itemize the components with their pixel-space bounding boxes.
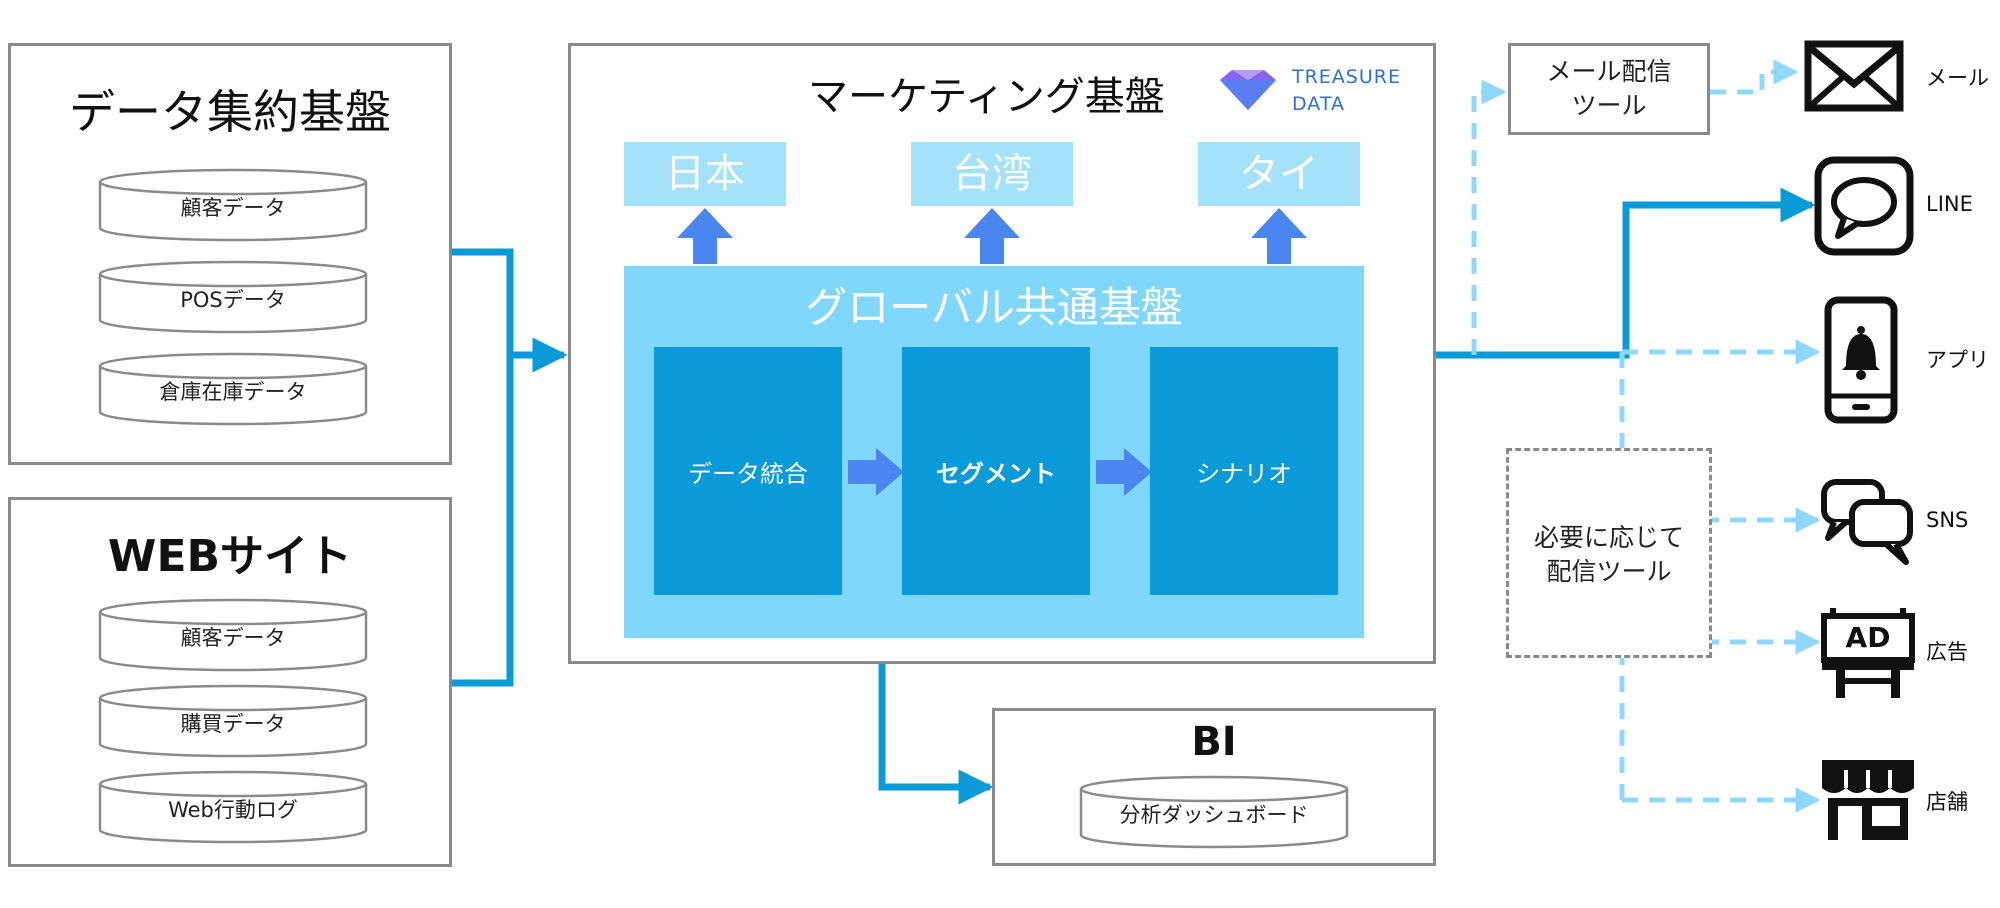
flow-web-to-marketing	[452, 355, 514, 687]
chat-bubbles-icon	[1821, 479, 1913, 565]
destination-label-app: アプリ	[1926, 348, 1989, 372]
step-scenario: シナリオ	[1150, 347, 1338, 595]
up-arrow-icon	[1251, 208, 1307, 264]
database-warehouse-stock: 倉庫在庫データ	[98, 352, 368, 426]
flow-marketing-to-line	[1436, 187, 1816, 359]
region-thailand: タイ	[1198, 142, 1360, 206]
right-arrow-icon	[1096, 448, 1152, 496]
mail-delivery-tool: メール配信 ツール	[1508, 43, 1710, 135]
global-platform-title: グローバル共通基盤	[805, 283, 1183, 332]
database-customer: 顧客データ	[98, 168, 368, 242]
database-label: Web行動ログ	[168, 798, 298, 822]
mail-tool-line2: ツール	[1571, 91, 1647, 120]
database-web-behavior-log: Web行動ログ	[98, 770, 368, 844]
destination-label-ad: 広告	[1926, 640, 1968, 664]
database-analytics-dashboard: 分析ダッシュボード	[1079, 775, 1349, 849]
flow-aggregation-to-marketing	[452, 248, 514, 355]
billboard-icon: AD	[1820, 606, 1916, 700]
bi-title: BI	[1191, 719, 1237, 765]
marketing-platform-title: マーケティング基盤	[808, 74, 1165, 120]
database-label: 購買データ	[180, 712, 286, 736]
website-title: WEBサイト	[107, 531, 353, 582]
destination-label-store: 店舗	[1926, 790, 1968, 814]
database-purchase: 購買データ	[98, 684, 368, 758]
flow-mail-tool-to-mail	[1710, 59, 1799, 95]
destination-label-mail: メール	[1926, 66, 1989, 90]
logo-wordmark-line2: DATA	[1292, 93, 1345, 115]
optional-tool-line2: 配信ツール	[1546, 557, 1672, 586]
website-panel: WEBサイト 顧客データ 購買データ Web行動ログ	[8, 497, 452, 867]
database-label: 分析ダッシュボード	[1119, 803, 1309, 827]
bi-panel: BI 分析ダッシュボード	[992, 708, 1436, 866]
smartphone-bell-icon	[1824, 296, 1898, 424]
logo-wordmark-line1: TREASURE	[1292, 66, 1401, 88]
data-aggregation-panel: データ集約基盤 顧客データ POSデータ 倉庫在庫データ	[8, 43, 452, 465]
flow-marketing-to-bi	[878, 664, 994, 805]
region-taiwan: 台湾	[911, 142, 1073, 206]
billboard-sign-text: AD	[1845, 621, 1891, 654]
database-label: 倉庫在庫データ	[159, 380, 307, 404]
region-japan: 日本	[624, 142, 786, 206]
step-data-integration: データ統合	[654, 347, 842, 595]
database-pos: POSデータ	[98, 260, 368, 334]
step-segment: セグメント	[902, 347, 1090, 595]
database-label: 顧客データ	[180, 196, 286, 220]
data-aggregation-title: データ集約基盤	[69, 85, 391, 139]
optional-delivery-tool: 必要に応じて 配信ツール	[1506, 448, 1712, 658]
database-customer: 顧客データ	[98, 598, 368, 672]
mail-tool-line1: メール配信	[1546, 57, 1672, 86]
destination-label-line: LINE	[1926, 192, 1973, 216]
global-platform: グローバル共通基盤 データ統合 セグメント シナリオ	[624, 266, 1364, 638]
flow-to-mail-tool	[1471, 79, 1507, 355]
up-arrow-icon	[964, 208, 1020, 264]
envelope-icon	[1804, 40, 1904, 112]
treasure-data-logo: TREASURE DATA	[1218, 62, 1418, 122]
up-arrow-icon	[677, 208, 733, 264]
right-arrow-icon	[848, 448, 904, 496]
diamond-logo-icon	[1220, 70, 1276, 110]
database-label: 顧客データ	[180, 626, 286, 650]
storefront-icon	[1822, 760, 1914, 840]
database-label: POSデータ	[180, 288, 286, 312]
destination-label-sns: SNS	[1926, 508, 1969, 532]
optional-tool-line1: 必要に応じて	[1533, 523, 1684, 552]
speech-bubble-icon	[1814, 156, 1914, 256]
